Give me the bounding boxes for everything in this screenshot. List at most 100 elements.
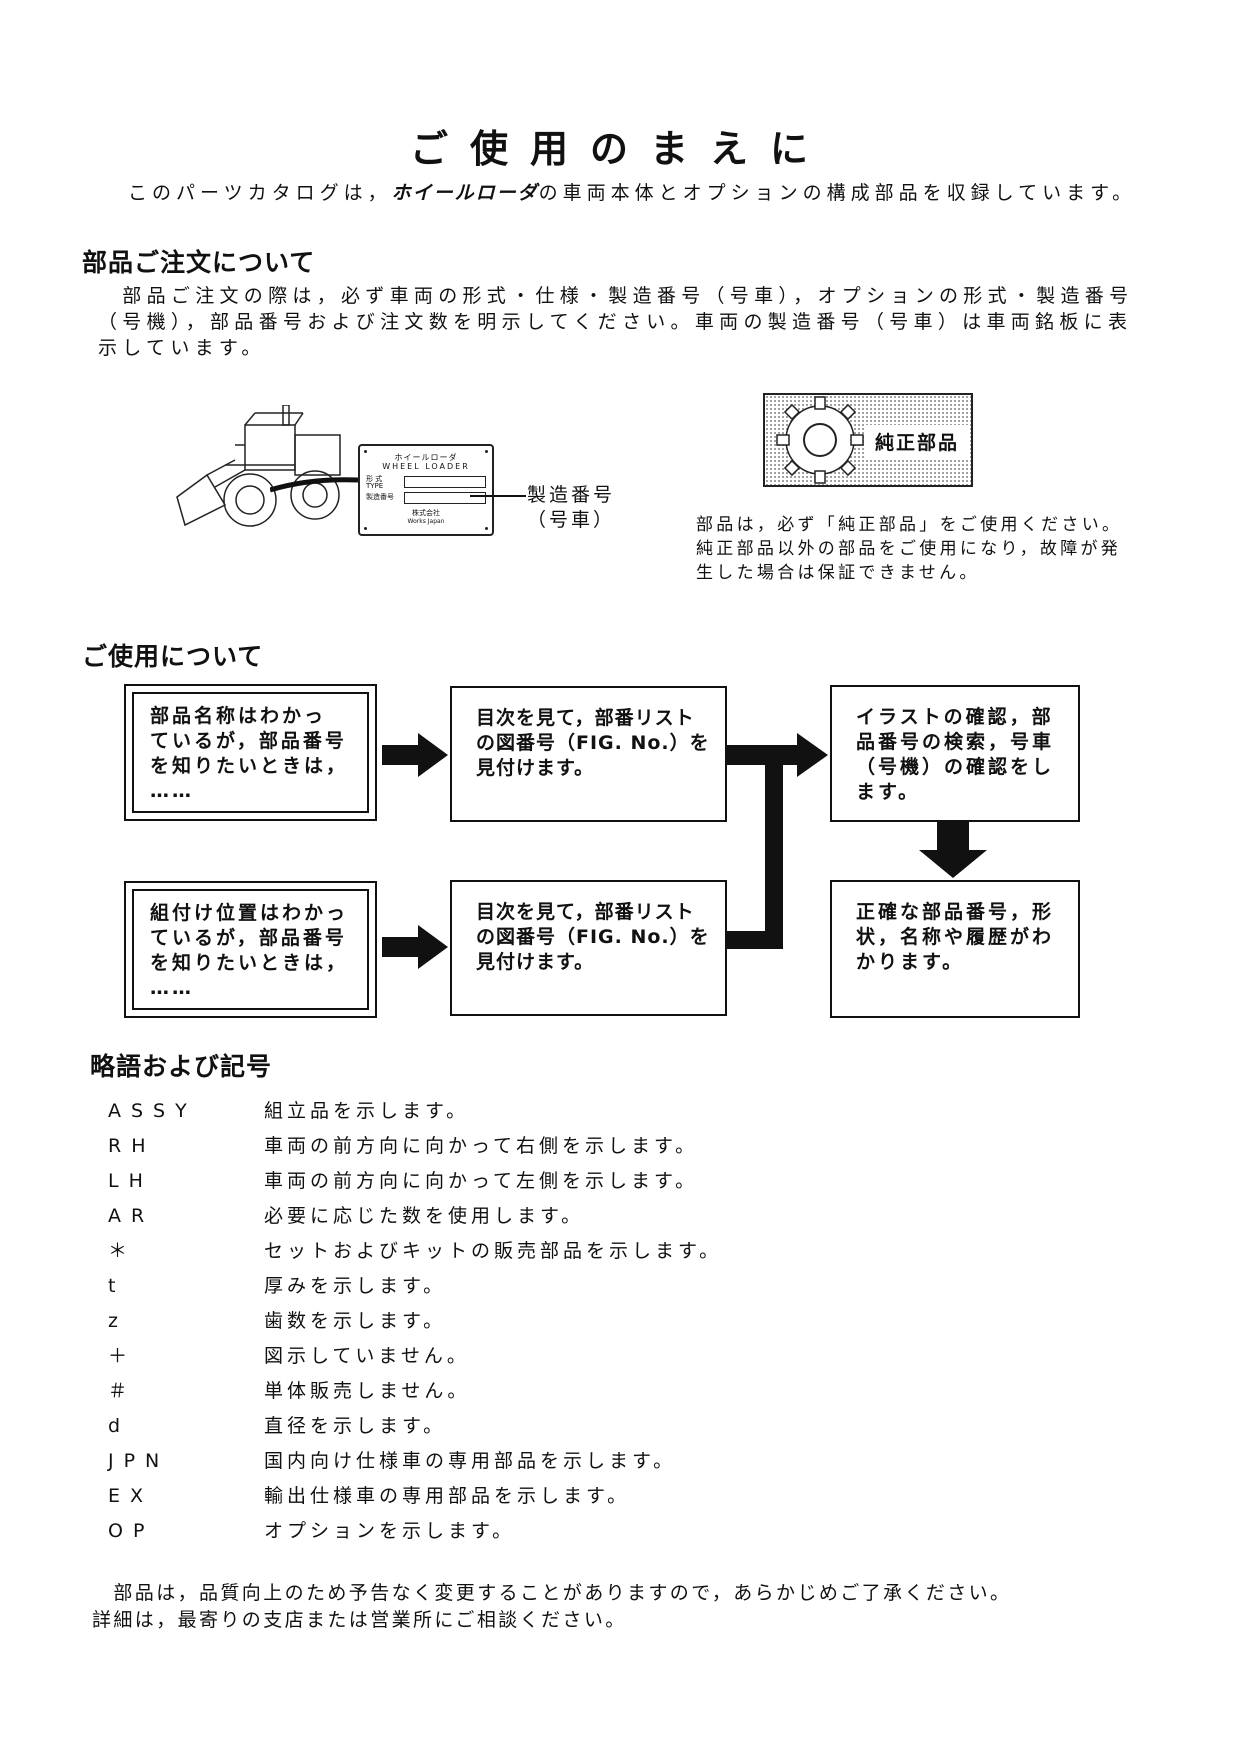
abbreviation-row: d 直径を示します。 <box>108 1411 446 1441</box>
flow-box-line: …… <box>150 977 194 999</box>
flow-box-text: 目次を見て，部番リスト の図番号（FIG. No.）を 見付けます。 <box>476 706 711 781</box>
flow-box-text: 正確な部品番号，形 状，名称や履歴がわ かります。 <box>856 900 1064 975</box>
genuine-parts-note: 部品は，必ず「純正部品」をご使用ください。 純正部品以外の部品をご使用になり，故… <box>696 513 1176 585</box>
flow-box-line: …… <box>150 780 194 802</box>
plate-screw-icon <box>364 527 367 530</box>
intro-text: このパーツカタログは，ホイールローダの車両本体とオプションの構成部品を収録してい… <box>128 178 1136 205</box>
plate-screw-icon <box>485 450 488 453</box>
plate-type-field <box>404 476 486 488</box>
abbreviation-desc: 車両の前方向に向かって左側を示します。 <box>264 1170 699 1192</box>
flow-arrow-right-icon <box>382 733 448 777</box>
intro-brand: ホイールローダ <box>391 182 539 204</box>
abbreviation-desc: 車両の前方向に向かって右側を示します。 <box>264 1135 699 1157</box>
flow-box-text: 組付け位置はわかっ ているが，部品番号 を知りたいときは， …… <box>150 901 361 1001</box>
abbreviation-code: ASSY <box>108 1100 197 1122</box>
genuine-parts-mark: 純正部品 <box>763 393 973 487</box>
abbreviation-code: d <box>108 1415 131 1437</box>
abbreviation-row: AR 必要に応じた数を使用します。 <box>108 1201 584 1231</box>
abbreviation-desc: セットおよびキットの販売部品を示します。 <box>264 1240 723 1262</box>
plate-screw-icon <box>364 450 367 453</box>
abbreviation-row: ＊ セットおよびキットの販売部品を示します。 <box>108 1236 722 1266</box>
flow-box-line: 目次を見て，部番リスト <box>476 707 695 729</box>
abbreviation-code: ＃ <box>108 1380 138 1402</box>
flow-box-line: を知りたいときは， <box>150 755 349 777</box>
abbreviation-code: OP <box>108 1520 155 1542</box>
flow-box-line: 目次を見て，部番リスト <box>476 901 695 923</box>
abbreviation-code: EX <box>108 1485 154 1507</box>
ordering-paragraph: 部品ご注文の際は，必ず車両の形式・仕様・製造番号（号車），オプションの形式・製造… <box>98 283 1178 361</box>
abbreviation-desc: 輸出仕様車の専用部品を示します。 <box>264 1485 631 1507</box>
abbreviation-code: t <box>108 1275 126 1297</box>
flow-box-line: 見付けます。 <box>476 757 595 779</box>
serial-callout: 製造番号 （号車） <box>527 483 615 533</box>
footer-line-2: 詳細は，最寄りの支店または営業所にご相談ください。 <box>92 1609 627 1631</box>
flow-box-illustration-check: イラストの確認，部 品番号の検索，号車 （号機）の確認をし ます。 <box>830 685 1080 822</box>
usage-heading: ご使用について <box>82 642 264 671</box>
abbreviation-row: ＋図示していません。 <box>108 1341 470 1371</box>
abbreviation-desc: 組立品を示します。 <box>264 1100 470 1122</box>
name-plate: ホイールローダ WHEEL LOADER 形 式 TYPE 製造番号 株式会社 … <box>358 444 494 536</box>
serial-callout-line-2: （号車） <box>527 509 616 531</box>
abbreviation-code: z <box>108 1310 128 1332</box>
plate-pointer-line <box>270 477 359 493</box>
abbreviation-row: LH 車両の前方向に向かって左側を示します。 <box>108 1166 698 1196</box>
flow-box-line: の図番号（FIG. No.）を <box>476 926 710 948</box>
plate-line-4: TYPE <box>366 482 384 490</box>
serial-callout-line-1: 製造番号 <box>527 484 616 506</box>
abbreviation-code: LH <box>108 1170 153 1192</box>
flow-box-text: 部品名称はわかっ ているが，部品番号 を知りたいときは， …… <box>150 704 361 804</box>
abbreviation-row: t 厚みを示します。 <box>108 1271 446 1301</box>
plate-line-2: WHEEL LOADER <box>382 462 470 471</box>
flow-box-table-of-contents-2: 目次を見て，部番リスト の図番号（FIG. No.）を 見付けます。 <box>450 880 727 1016</box>
flow-box-text: 目次を見て，部番リスト の図番号（FIG. No.）を 見付けます。 <box>476 900 711 975</box>
ordering-line-3: 示しています。 <box>98 337 266 359</box>
flow-box-line: ているが，部品番号 <box>150 730 347 752</box>
footer-note: 部品は，品質向上のため予告なく変更することがありますので，あらかじめご了承くださ… <box>92 1580 1011 1634</box>
plate-line-1: ホイールローダ <box>394 453 458 462</box>
genuine-note-line-2: 純正部品以外の部品をご使用になり，故障が発 <box>696 539 1122 559</box>
footer-line-1: 部品は，品質向上のため予告なく変更することがありますので，あらかじめご了承くださ… <box>92 1582 1012 1604</box>
abbreviation-code: ＋ <box>108 1345 138 1367</box>
flow-box-line: イラストの確認，部 <box>856 706 1054 728</box>
flow-box-part-name-known: 部品名称はわかっ ているが，部品番号 を知りたいときは， …… <box>124 684 377 821</box>
plate-serial-field <box>404 492 486 504</box>
flow-box-line: （号機）の確認をし <box>856 756 1055 778</box>
abbreviations-heading: 略語および記号 <box>90 1052 273 1081</box>
flow-box-line: ているが，部品番号 <box>150 927 347 949</box>
abbreviation-code: AR <box>108 1205 155 1227</box>
abbreviation-desc: 歯数を示します。 <box>264 1310 447 1332</box>
abbreviation-desc: 厚みを示します。 <box>264 1275 447 1297</box>
flow-box-accurate-result: 正確な部品番号，形 状，名称や履歴がわ かります。 <box>830 880 1080 1018</box>
flow-box-line: 組付け位置はわかっ <box>150 902 349 924</box>
flow-box-line: 見付けます。 <box>476 951 595 973</box>
flow-box-line: ます。 <box>856 781 921 803</box>
flow-box-line: 部品名称はわかっ <box>150 705 327 727</box>
abbreviation-row: ＃ 単体販売しません。 <box>108 1376 470 1406</box>
flow-box-line: を知りたいときは， <box>150 952 349 974</box>
flow-arrow-right-icon <box>382 925 448 969</box>
abbreviation-row: EX 輸出仕様車の専用部品を示します。 <box>108 1481 630 1511</box>
callout-leader-line <box>470 495 526 497</box>
abbreviation-desc: 単体販売しません。 <box>264 1380 471 1402</box>
abbreviation-code: ＊ <box>108 1240 138 1262</box>
flow-arrow-down-icon <box>919 822 987 878</box>
flow-box-line: 状，名称や履歴がわ <box>856 926 1055 948</box>
wheel-loader-illustration <box>176 405 341 527</box>
abbreviation-desc: 必要に応じた数を使用します。 <box>264 1205 585 1227</box>
genuine-note-line-3: 生した場合は保証できません。 <box>696 563 980 583</box>
abbreviation-desc: 直径を示します。 <box>264 1415 447 1437</box>
plate-screw-icon <box>485 527 488 530</box>
plate-line-3: 形 式 <box>366 475 383 483</box>
genuine-note-line-1: 部品は，必ず「純正部品」をご使用ください。 <box>696 515 1123 535</box>
abbreviation-row: ASSY 組立品を示します。 <box>108 1096 469 1126</box>
page-title: ご使用のまえに <box>409 127 830 171</box>
gear-icon <box>776 396 864 484</box>
flow-box-table-of-contents-1: 目次を見て，部番リスト の図番号（FIG. No.）を 見付けます。 <box>450 686 727 822</box>
abbreviation-desc: 国内向け仕様車の専用部品を示します。 <box>264 1450 677 1472</box>
flow-box-line: 品番号の検索，号車 <box>856 731 1055 753</box>
plate-line-5: 製造番号 <box>366 493 394 501</box>
ordering-line-2: （号機），部品番号および注文数を明示してください。車両の製造番号（号車）は車両銘… <box>98 311 1133 333</box>
flow-merge-arrow-icon <box>727 733 828 949</box>
